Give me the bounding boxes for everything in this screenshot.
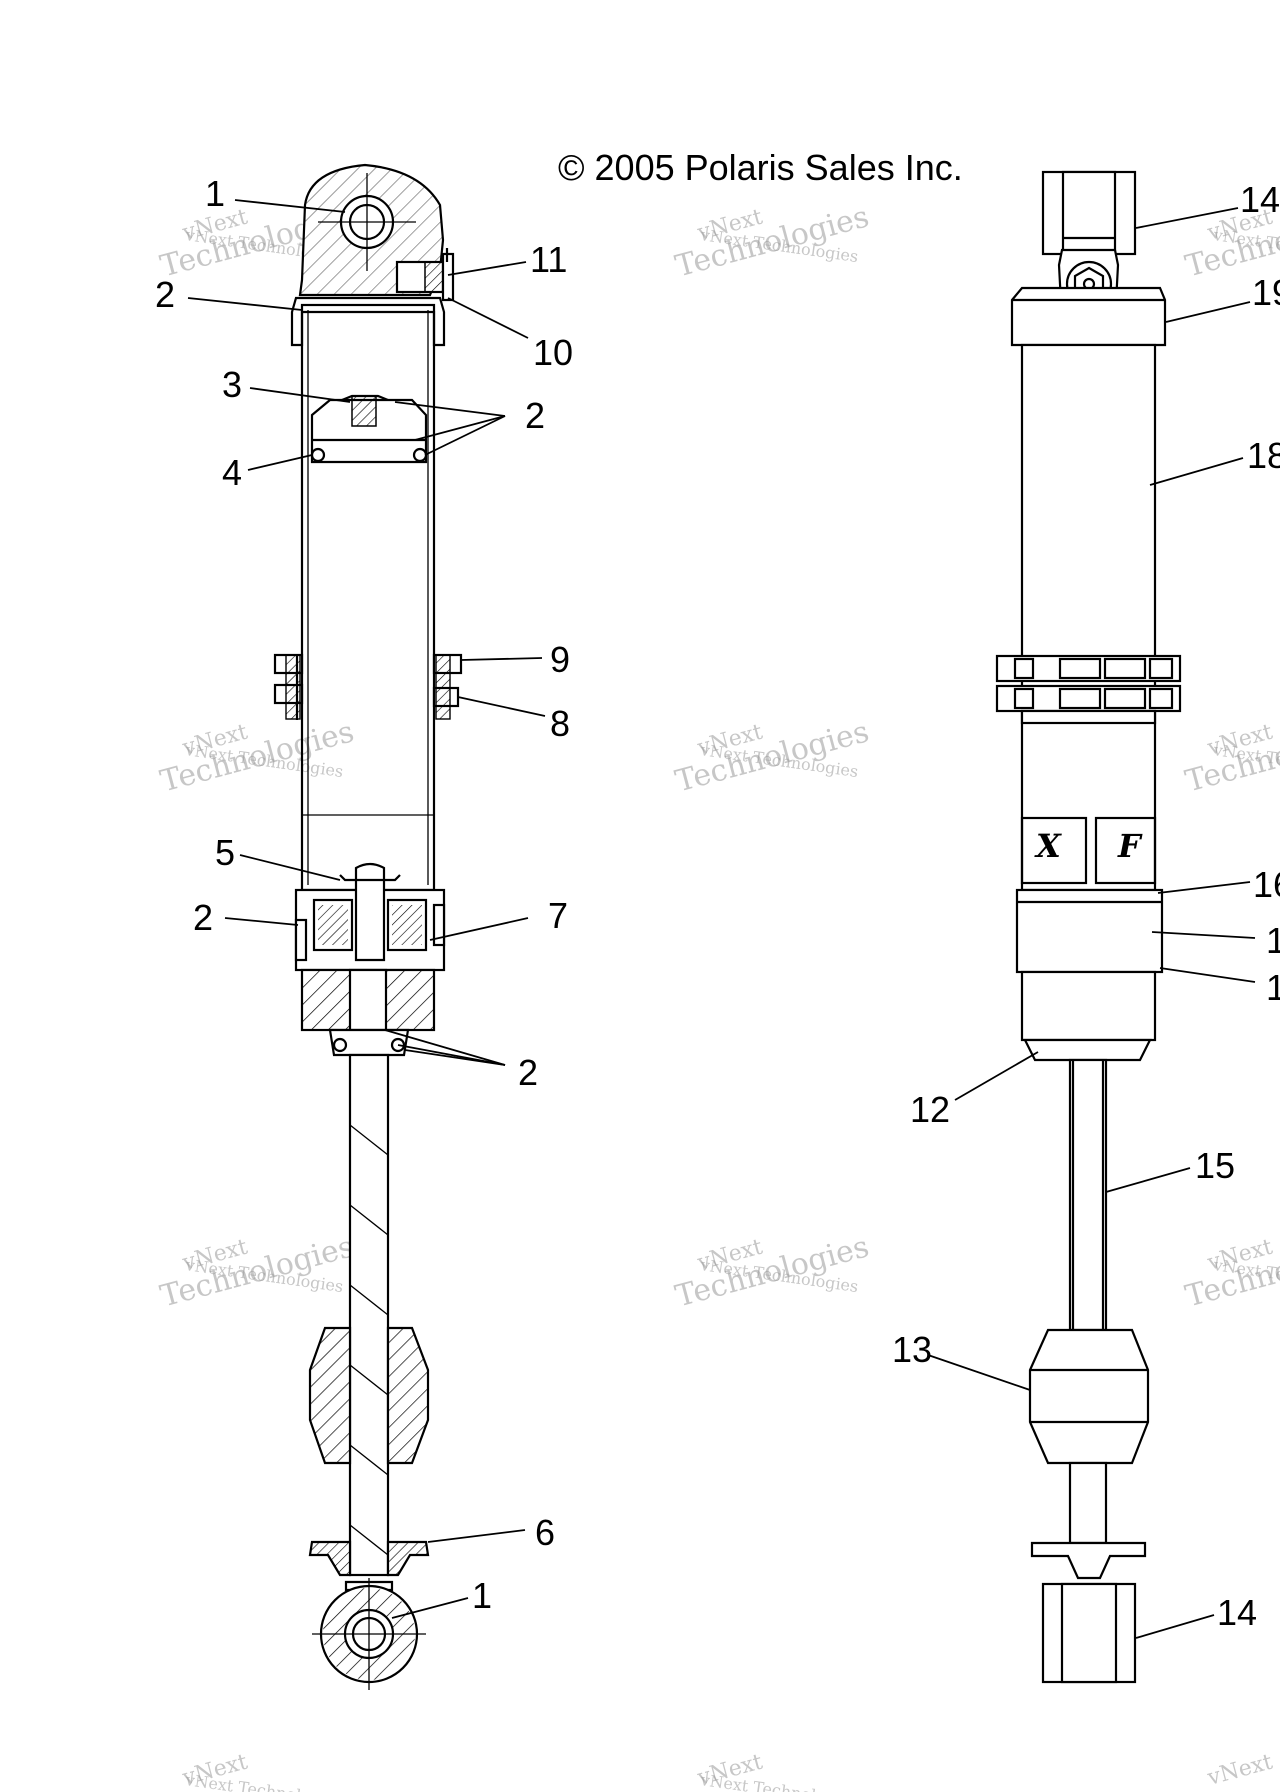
bump-stop	[308, 1326, 430, 1465]
seal-head	[300, 968, 436, 1057]
callout-17a: 1	[1266, 920, 1280, 961]
shock-shaft	[348, 1053, 390, 1577]
spring-seat-cup	[308, 1540, 430, 1577]
spring-collar-left	[273, 653, 304, 720]
callout-6: 6	[535, 1512, 555, 1553]
right-callouts: 14 19 18 16 1 1 12 15 13 14	[892, 179, 1280, 1639]
callout-5: 5	[215, 832, 235, 873]
svg-text:X: X	[1034, 827, 1062, 865]
left-callouts: 1 2 11 10 3 2 4 9 8 5 2 7 2 6 1	[155, 173, 573, 1619]
callout-1-bottom: 1	[472, 1575, 492, 1616]
callout-4: 4	[222, 452, 242, 493]
callout-19: 19	[1252, 272, 1280, 313]
callout-14-top: 14	[1240, 179, 1280, 220]
callout-16: 16	[1253, 864, 1280, 905]
callout-2-seal: 2	[193, 897, 213, 938]
svg-text:vNext Technologies: vNext Technologies	[698, 1770, 859, 1792]
svg-text:F: F	[1117, 827, 1143, 865]
callout-18: 18	[1247, 435, 1280, 476]
callout-12: 12	[910, 1089, 950, 1130]
bottom-clevis	[1041, 1582, 1137, 1684]
callout-14-bottom: 14	[1217, 1592, 1257, 1633]
callout-2-cap: 2	[155, 274, 175, 315]
fox-logo-decal: X F	[1020, 816, 1157, 885]
callout-15: 15	[1195, 1145, 1235, 1186]
preload-rings	[995, 654, 1182, 725]
callout-1-top: 1	[205, 173, 225, 214]
callout-11: 11	[530, 239, 567, 280]
svg-text:vNext Technologies: vNext Technologies	[183, 1770, 344, 1792]
bump-stop-exterior	[1028, 1328, 1150, 1465]
callout-17b: 1	[1266, 967, 1280, 1008]
callout-2-piston: 2	[525, 395, 545, 436]
callout-2-seals-lower: 2	[518, 1052, 538, 1093]
callout-13: 13	[892, 1329, 932, 1370]
callout-10: 10	[533, 332, 573, 373]
svg-text:vNext: vNext	[1204, 1750, 1275, 1792]
callout-9: 9	[550, 639, 570, 680]
shock-exterior-view: X F	[995, 170, 1182, 1684]
main-piston	[294, 862, 446, 972]
spring-collar-right	[432, 653, 463, 720]
callout-7: 7	[548, 895, 568, 936]
shock-cutaway-view	[273, 163, 463, 1690]
callout-8: 8	[550, 703, 570, 744]
copyright-notice: © 2005 Polaris Sales Inc.	[558, 147, 963, 188]
adjuster-screw	[395, 248, 455, 302]
bottom-eyelet	[312, 1578, 426, 1690]
floating-piston	[310, 394, 428, 464]
callout-3: 3	[222, 364, 242, 405]
